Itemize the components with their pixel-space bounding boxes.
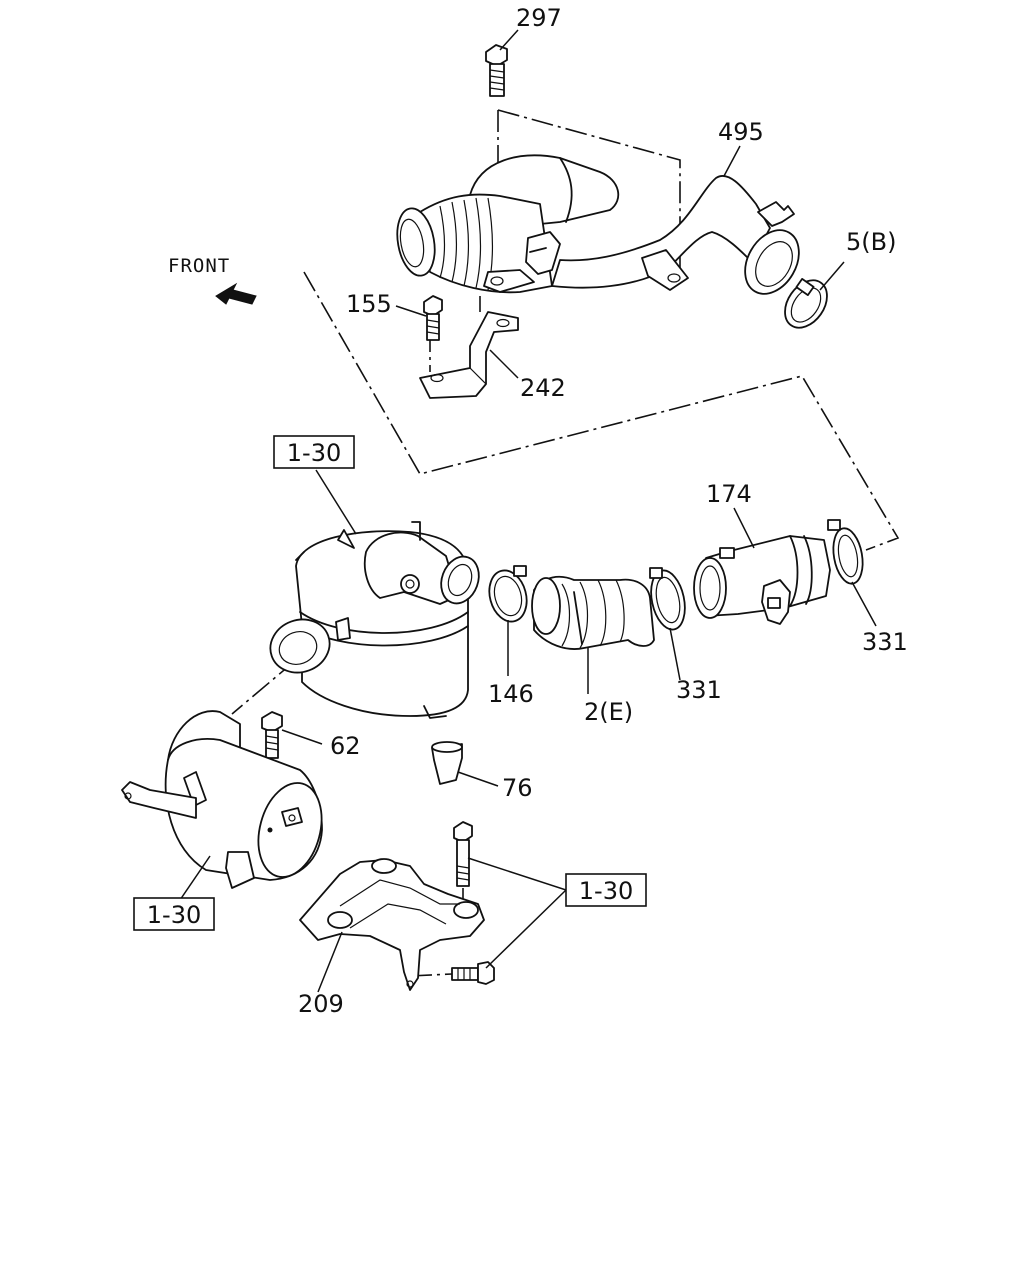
hose-2e	[531, 575, 655, 650]
ref-text-left: 1-30	[147, 901, 201, 929]
front-indicator: FRONT	[168, 255, 257, 305]
air-cleaner-housing	[269, 521, 480, 719]
bolt-155	[423, 295, 443, 341]
front-label: FRONT	[168, 255, 230, 277]
bolt-horizontal-209	[451, 961, 495, 985]
bolt-62	[261, 711, 283, 759]
leader-lines	[179, 29, 877, 993]
callout-242: 242	[520, 374, 566, 402]
ref-box-left: 1-30	[133, 897, 215, 931]
callout-331-middle: 331	[676, 676, 722, 704]
bracket-242	[419, 311, 519, 399]
callout-209: 209	[298, 990, 344, 1018]
ref-text-top: 1-30	[287, 439, 341, 467]
ref-box-right: 1-30	[565, 873, 647, 907]
ref-text-right: 1-30	[579, 877, 633, 905]
clamp-146	[488, 565, 528, 623]
airflow-sensor-174	[693, 535, 831, 625]
callout-174: 174	[706, 480, 752, 508]
callout-297: 297	[516, 4, 562, 32]
bolt-vertical-209	[453, 821, 473, 887]
resonator	[121, 710, 323, 889]
reference-boxes: 1-30 1-30 1-30	[133, 435, 647, 931]
grommet-76	[431, 741, 463, 785]
callouts: 297 495 5(B) 155 242 174 331 331 146 2(E…	[298, 4, 908, 1018]
callout-155: 155	[346, 290, 392, 318]
bolt-297	[485, 44, 508, 97]
callout-146: 146	[488, 680, 534, 708]
clamp-331-right	[827, 519, 864, 585]
callout-2e: 2(E)	[584, 698, 633, 726]
callout-495: 495	[718, 118, 764, 146]
intake-duct-495	[396, 154, 800, 295]
front-arrow-icon	[215, 282, 257, 305]
bracket-209	[299, 858, 485, 991]
clamp-331-middle	[649, 567, 686, 631]
callout-331-right: 331	[862, 628, 908, 656]
callout-76: 76	[502, 774, 533, 802]
ref-box-top: 1-30	[273, 435, 355, 469]
clamp-5b	[784, 277, 828, 329]
callout-5b: 5(B)	[846, 228, 896, 256]
callout-62: 62	[330, 732, 361, 760]
